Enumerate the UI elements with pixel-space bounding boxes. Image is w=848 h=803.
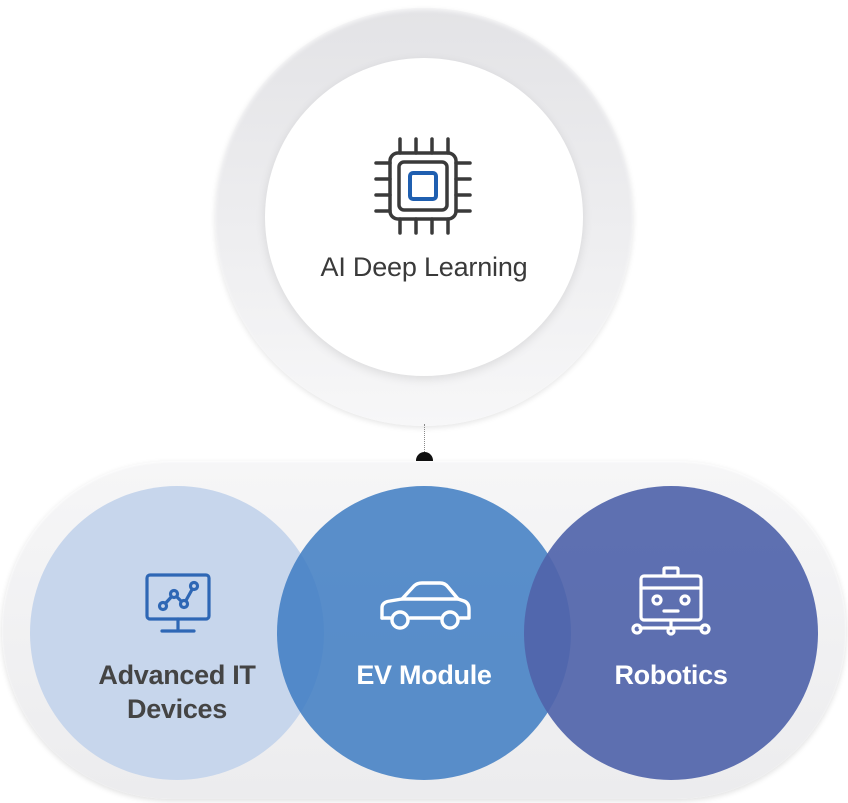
car-icon [380, 581, 471, 630]
node-label-ev-module: EV Module [356, 660, 492, 690]
top-node-ring [215, 8, 633, 426]
monitor-chart-icon [145, 573, 211, 633]
node-advanced-it-devices [30, 486, 324, 780]
node-label-advanced-it-devices: Advanced IT Devices [30, 658, 324, 726]
node-ev-module [277, 486, 571, 780]
top-node [265, 58, 583, 376]
node-label-line: Advanced IT [98, 660, 256, 690]
cpu-chip-icon [374, 137, 472, 235]
robot-icon [631, 566, 711, 636]
connector-line [424, 424, 425, 454]
node-label-line: Devices [127, 694, 227, 724]
node-label-robotics: Robotics [614, 660, 728, 690]
top-node-label: AI Deep Learning [320, 252, 528, 282]
